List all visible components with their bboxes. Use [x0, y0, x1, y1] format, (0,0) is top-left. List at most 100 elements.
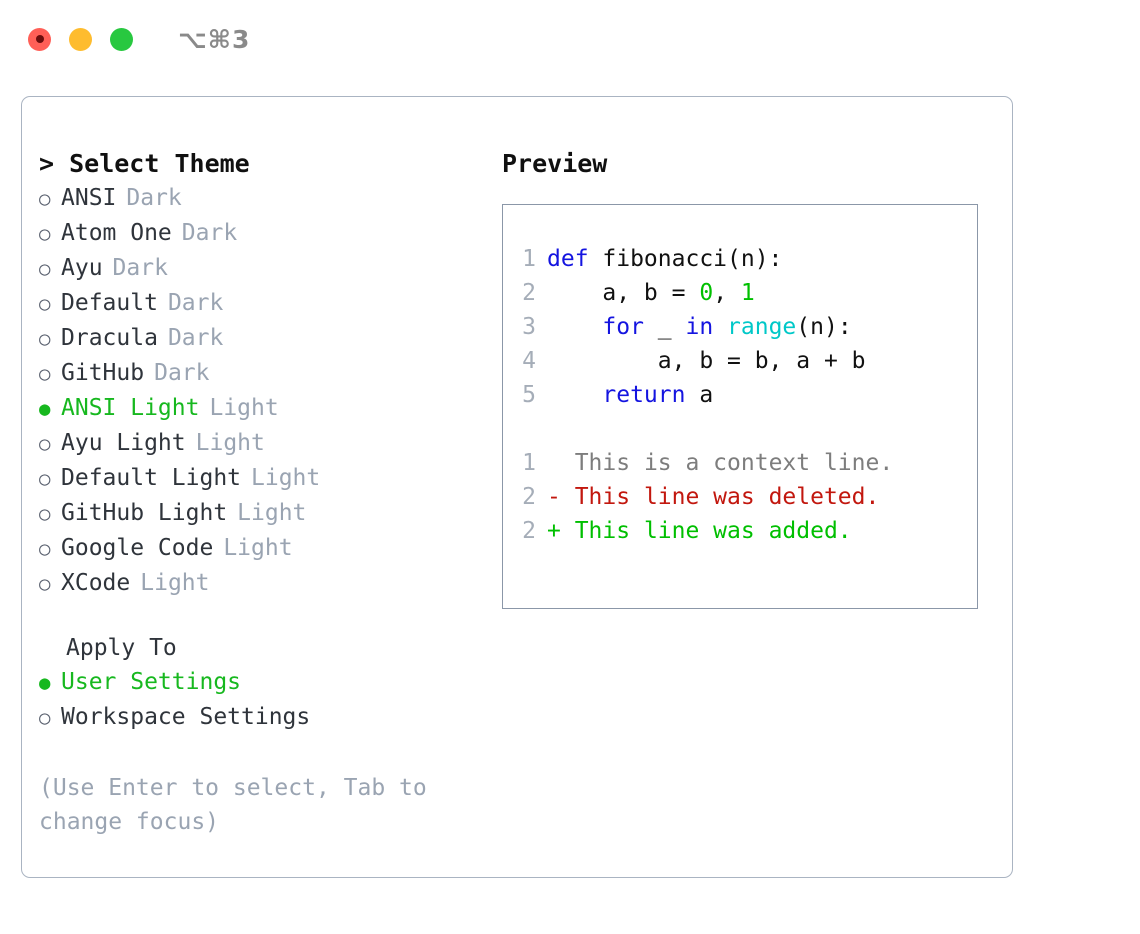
- radio-unselected-icon: ○: [39, 328, 51, 350]
- theme-variant-tag: Light: [195, 430, 265, 456]
- preview-pane: Preview 1 def fibonacci(n): 2 a, b = 0, 1 3…: [502, 97, 1012, 877]
- apply-to-option-workspace-settings[interactable]: ○ Workspace Settings: [39, 700, 502, 735]
- theme-option-label: ANSI: [61, 185, 117, 211]
- code-line-text: a, b = b, a + b: [547, 344, 866, 378]
- code-token-plain: (n):: [796, 314, 852, 340]
- preview-heading: Preview: [502, 149, 608, 178]
- code-sample: 1 def fibonacci(n): 2 a, b = 0, 1 3 for _ i…: [503, 242, 977, 412]
- theme-option-label: Atom One: [61, 220, 172, 246]
- radio-unselected-icon: ○: [39, 503, 51, 525]
- theme-option-label: Ayu Light: [61, 430, 186, 456]
- keyboard-hint-text: (Use Enter to select, Tab to change focu…: [39, 775, 441, 835]
- apply-to-list[interactable]: ● User Settings ○ Workspace Settings: [39, 665, 502, 735]
- titlebar: ⌥⌘3: [0, 0, 1140, 78]
- theme-option-ansi[interactable]: ○ ANSI Dark: [39, 181, 502, 216]
- line-number: 2: [522, 518, 536, 544]
- radio-unselected-icon: ○: [39, 707, 51, 729]
- preview-panel: 1 def fibonacci(n): 2 a, b = 0, 1 3 for _ i…: [502, 204, 978, 609]
- line-number: 3: [522, 314, 536, 340]
- apply-to-heading: Apply To: [66, 635, 177, 661]
- theme-variant-tag: Light: [251, 465, 321, 491]
- diff-line-text: This line was added.: [560, 518, 852, 544]
- code-token-fn: range: [727, 314, 797, 340]
- radio-unselected-icon: ○: [39, 188, 51, 210]
- code-line-text: a, b = 0, 1: [547, 276, 754, 310]
- theme-option-label: XCode: [61, 570, 131, 596]
- code-token-plain: _: [643, 314, 686, 340]
- code-line: 5 return a: [503, 378, 977, 412]
- theme-option-google-code[interactable]: ○ Google Code Light: [39, 531, 502, 566]
- theme-option-label: Google Code: [61, 535, 214, 561]
- theme-option-atom-one[interactable]: ○ Atom One Dark: [39, 216, 502, 251]
- code-token-plain: [713, 314, 727, 340]
- theme-variant-tag: Light: [209, 395, 279, 421]
- line-number: 1: [522, 246, 536, 272]
- close-button[interactable]: [28, 27, 51, 51]
- radio-selected-icon: ●: [39, 398, 51, 420]
- line-number: 4: [522, 348, 536, 374]
- line-number: 1: [522, 450, 536, 476]
- theme-variant-tag: Dark: [181, 220, 238, 246]
- code-line: 1 def fibonacci(n):: [503, 242, 977, 276]
- code-token-kw: for: [602, 314, 644, 340]
- theme-variant-tag: Dark: [112, 255, 168, 281]
- apply-to-option-user-settings[interactable]: ● User Settings: [39, 665, 502, 700]
- theme-variant-tag: Light: [223, 535, 293, 561]
- radio-unselected-icon: ○: [39, 363, 51, 385]
- theme-option-ayu-light[interactable]: ○ Ayu Light Light: [39, 426, 502, 461]
- keyboard-shortcut-label: ⌥⌘3: [178, 24, 251, 54]
- theme-option-label: Dracula: [61, 325, 158, 351]
- spacer: [39, 735, 502, 771]
- code-line-text: return a: [547, 378, 713, 412]
- code-line: 2 a, b = 0, 1: [503, 276, 977, 310]
- code-token-plain: [547, 382, 602, 408]
- line-number: 2: [522, 484, 536, 510]
- radio-unselected-icon: ○: [39, 258, 51, 280]
- diff-line-add: 2 + This line was added.: [503, 514, 977, 548]
- radio-unselected-icon: ○: [39, 538, 51, 560]
- diff-marker: +: [547, 518, 561, 544]
- radio-selected-icon: ●: [39, 672, 51, 694]
- diff-sample: 1 This is a context line. 2- This line wa…: [503, 446, 977, 548]
- radio-unselected-icon: ○: [39, 223, 51, 245]
- diff-line-text: This line was deleted.: [560, 484, 880, 510]
- theme-option-label: Default: [61, 290, 158, 316]
- theme-variant-tag: Dark: [167, 290, 224, 316]
- diff-line-del: 2- This line was deleted.: [503, 480, 977, 514]
- line-number: 2: [522, 280, 536, 306]
- theme-option-label: ANSI Light: [61, 395, 200, 421]
- theme-option-label: GitHub: [61, 360, 145, 386]
- select-theme-heading: > Select Theme: [39, 149, 250, 178]
- theme-variant-tag: Dark: [126, 185, 182, 211]
- code-line-text: for _ in range(n):: [547, 310, 852, 344]
- apply-to-option-label: User Settings: [61, 669, 242, 695]
- diff-marker: [547, 446, 561, 480]
- theme-option-github-light[interactable]: ○ GitHub Light Light: [39, 496, 502, 531]
- code-token-plain: fibonacci(n):: [588, 246, 783, 272]
- code-token-plain: a: [685, 382, 714, 408]
- maximize-button[interactable]: [110, 27, 133, 51]
- radio-unselected-icon: ○: [39, 433, 51, 455]
- apply-to-option-label: Workspace Settings: [61, 704, 311, 730]
- diff-marker: -: [547, 484, 561, 510]
- code-token-plain: a, b = b, a + b: [547, 348, 866, 374]
- code-token-num: 0: [699, 280, 714, 306]
- theme-option-label: GitHub Light: [61, 500, 228, 526]
- theme-variant-tag: Light: [237, 500, 307, 526]
- minimize-button[interactable]: [69, 27, 92, 51]
- code-token-kw: def: [547, 246, 589, 272]
- window-controls: [28, 27, 133, 51]
- diff-line-text: This is a context line.: [560, 450, 894, 476]
- code-line: 4 a, b = b, a + b: [503, 344, 977, 378]
- theme-option-ansi-light[interactable]: ● ANSI Light Light: [39, 391, 502, 426]
